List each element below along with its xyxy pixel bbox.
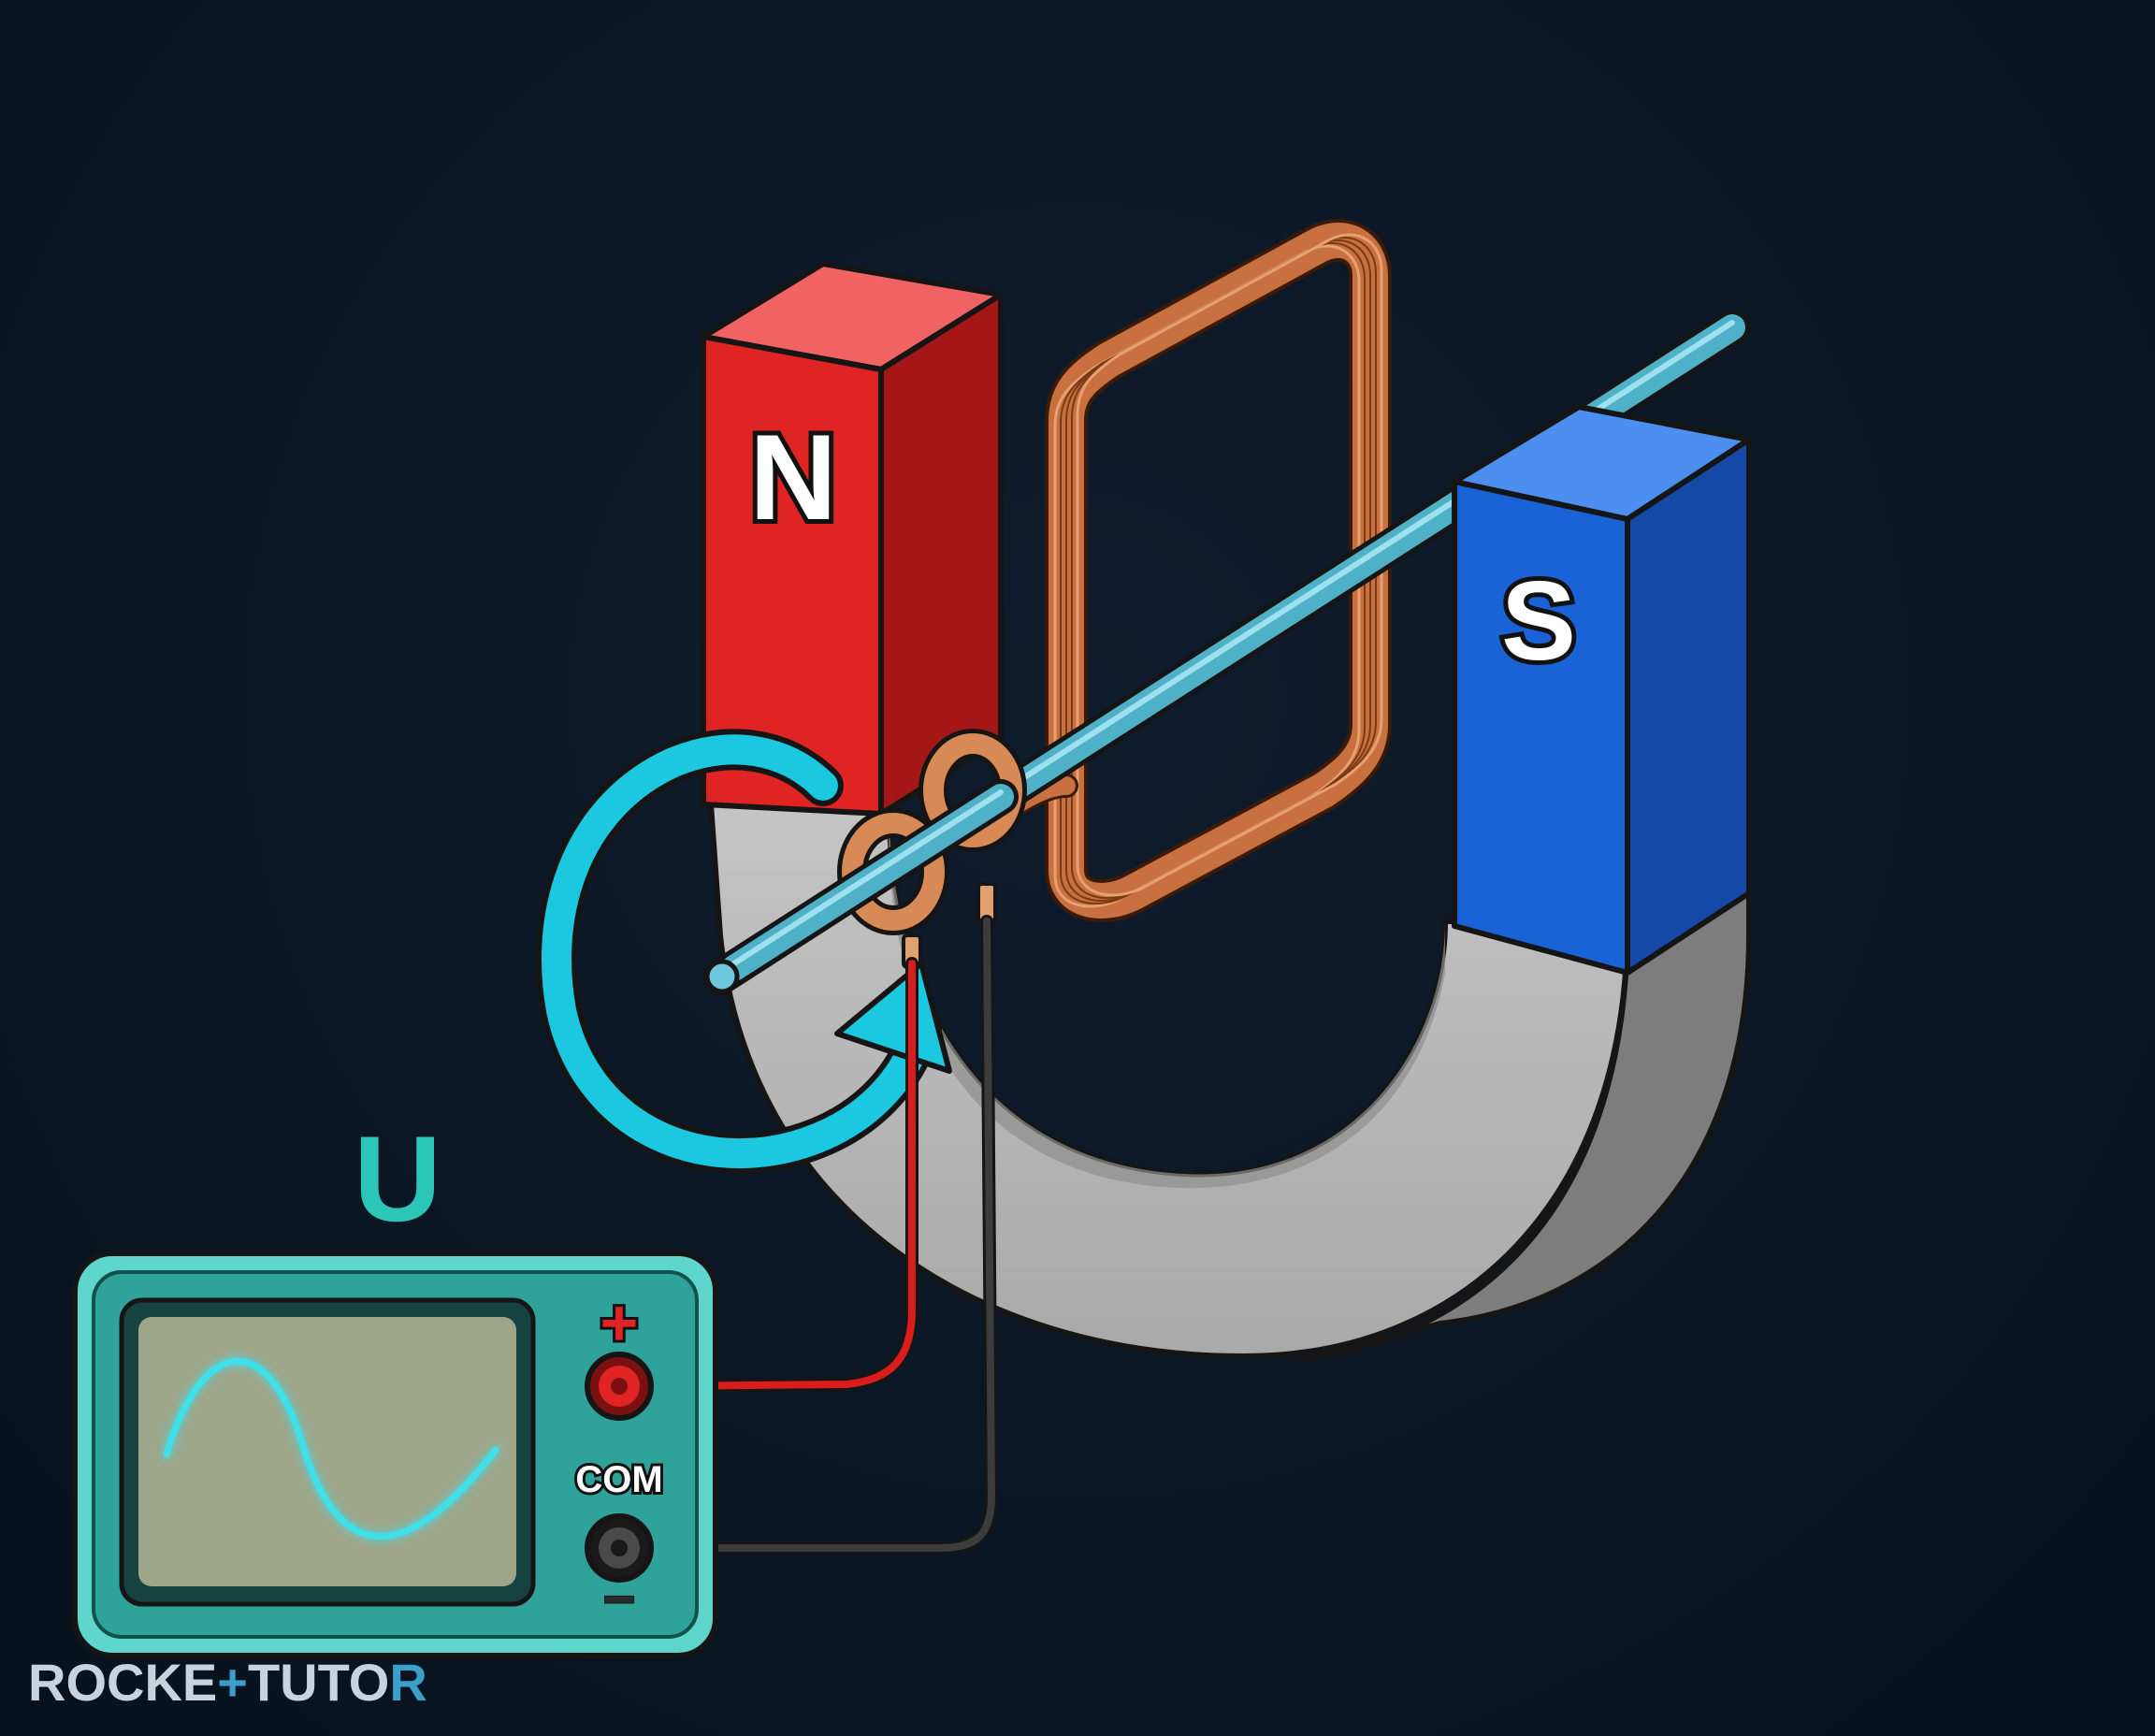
south-pole-side — [1625, 437, 1752, 976]
minus-label: − — [602, 1568, 635, 1630]
test-leads — [639, 915, 998, 1555]
voltmeter: + COM − — [72, 1251, 718, 1658]
magnet-side-face — [1297, 858, 1752, 1364]
north-label: N — [749, 409, 837, 545]
south-pole-front — [1452, 479, 1630, 976]
com-label: COM — [575, 1459, 662, 1500]
circular-arrow-icon — [536, 729, 952, 1174]
south-label: S — [1501, 558, 1576, 684]
sine-wave-trace — [163, 1357, 499, 1540]
brand-logo: ROCKE+TUTOR — [28, 1653, 427, 1712]
arrow-head — [834, 961, 952, 1074]
voltage-symbol: U — [354, 1110, 441, 1247]
north-pole: N — [701, 261, 1004, 817]
magnet-front-face — [708, 802, 1630, 1359]
meter-screen — [138, 1317, 516, 1586]
armature-coil — [979, 219, 1392, 922]
horseshoe-magnet — [708, 802, 1752, 1364]
plus-label: + — [600, 1286, 639, 1359]
south-pole: S — [1452, 404, 1752, 976]
